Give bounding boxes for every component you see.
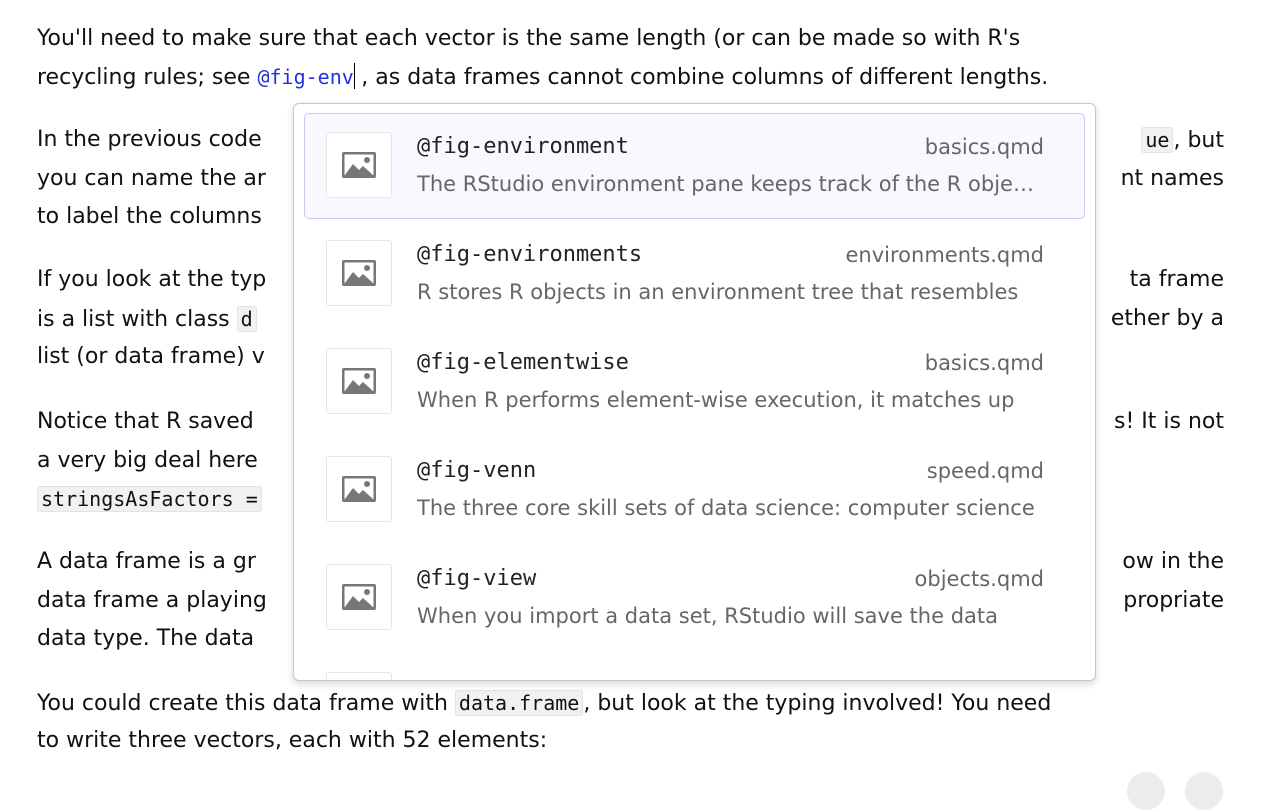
image-icon: [326, 564, 392, 630]
text: a very big deal here: [37, 448, 258, 473]
text-line: You'll need to make sure that each vecto…: [37, 20, 1224, 58]
text-line: stringsAsFactors =: [37, 480, 1224, 518]
text-line: In the previous code ue, but: [37, 121, 1224, 159]
item-file: basics.qmd: [924, 135, 1044, 159]
text-line: recycling rules; see @fig-env , as data f…: [37, 58, 1224, 96]
text-line: A data frame is a gr ow in the: [37, 543, 1224, 581]
item-file: basics.qmd: [924, 351, 1044, 375]
text: If you look at the typ: [37, 267, 267, 292]
text-line: data frame a playing propriate: [37, 582, 1224, 620]
text-line: a very big deal here: [37, 442, 1224, 480]
text-line: If you look at the typ ta frame: [37, 261, 1224, 299]
text: , as data frames cannot combine columns …: [361, 65, 1049, 90]
text: is a list with class: [37, 307, 237, 332]
item-label: @fig-environment: [417, 134, 629, 159]
text: to label the columns: [37, 204, 262, 229]
text: ta frame: [1129, 267, 1224, 292]
item-description: R stores R objects in an environment tre…: [417, 280, 1019, 304]
inline-code: ue: [1141, 127, 1174, 153]
item-label: @fig-environments: [417, 242, 643, 267]
item-description: The RStudio environment pane keeps track…: [417, 172, 1045, 196]
inline-code: d: [236, 306, 257, 332]
image-icon: [326, 132, 392, 198]
text: You could create this data frame with: [37, 691, 455, 716]
item-file: environments.qmd: [845, 243, 1044, 267]
floating-button[interactable]: [1127, 772, 1165, 810]
text: list (or data frame) v: [37, 344, 265, 369]
image-icon: [326, 240, 392, 306]
floating-button[interactable]: [1185, 772, 1223, 810]
text: s! It is not: [1114, 409, 1224, 434]
item-description: When you import a data set, RStudio will…: [417, 604, 998, 628]
text: In the previous code: [37, 127, 262, 152]
text-line: Notice that R saved s! It is not: [37, 403, 1224, 441]
item-label: @fig-elementwise: [417, 350, 629, 375]
item-description: When R performs element-wise execution, …: [417, 388, 1015, 412]
image-icon: [326, 456, 392, 522]
item-label: @fig-view: [417, 566, 537, 591]
item-file: speed.qmd: [926, 459, 1044, 483]
text: recycling rules; see: [37, 65, 258, 90]
item-file: objects.qmd: [914, 567, 1044, 591]
text-line: is a list with class d ether by a: [37, 300, 1224, 338]
image-icon: [326, 672, 392, 680]
autocomplete-item[interactable]: [304, 653, 1085, 680]
autocomplete-item[interactable]: @fig-environments environments.qmd R store…: [304, 221, 1085, 327]
image-icon: [326, 348, 392, 414]
text: nt names: [1120, 166, 1224, 191]
text-line: to write three vectors, each with 52 ele…: [37, 722, 1224, 760]
text-line: list (or data frame) v: [37, 338, 1224, 376]
text: ether by a: [1110, 306, 1224, 331]
text: ow in the: [1122, 549, 1224, 574]
text-line: to label the columns: [37, 198, 1224, 236]
text: to write three vectors, each with 52 ele…: [37, 728, 548, 753]
item-description: The three core skill sets of data scienc…: [417, 496, 1035, 520]
text-cursor: [353, 63, 356, 89]
text: data type. The data: [37, 626, 255, 651]
text: you can name the ar: [37, 166, 266, 191]
text: data frame a playing: [37, 588, 267, 613]
text: A data frame is a gr: [37, 549, 256, 574]
inline-code: data.frame: [454, 690, 584, 716]
inline-code: stringsAsFactors =: [37, 486, 262, 512]
item-label: @fig-venn: [417, 458, 537, 483]
text: propriate: [1123, 588, 1224, 613]
cross-reference[interactable]: @fig-env: [257, 65, 354, 89]
text-line: you can name the ar nt names: [37, 160, 1224, 198]
text-line: You could create this data frame with da…: [37, 684, 1224, 722]
text: Notice that R saved: [37, 409, 254, 434]
text: You'll need to make sure that each vecto…: [37, 26, 1021, 51]
text: , but: [1173, 128, 1224, 153]
text-line: data type. The data: [37, 620, 1224, 658]
text: , but look at the typing involved! You n…: [583, 691, 1052, 716]
